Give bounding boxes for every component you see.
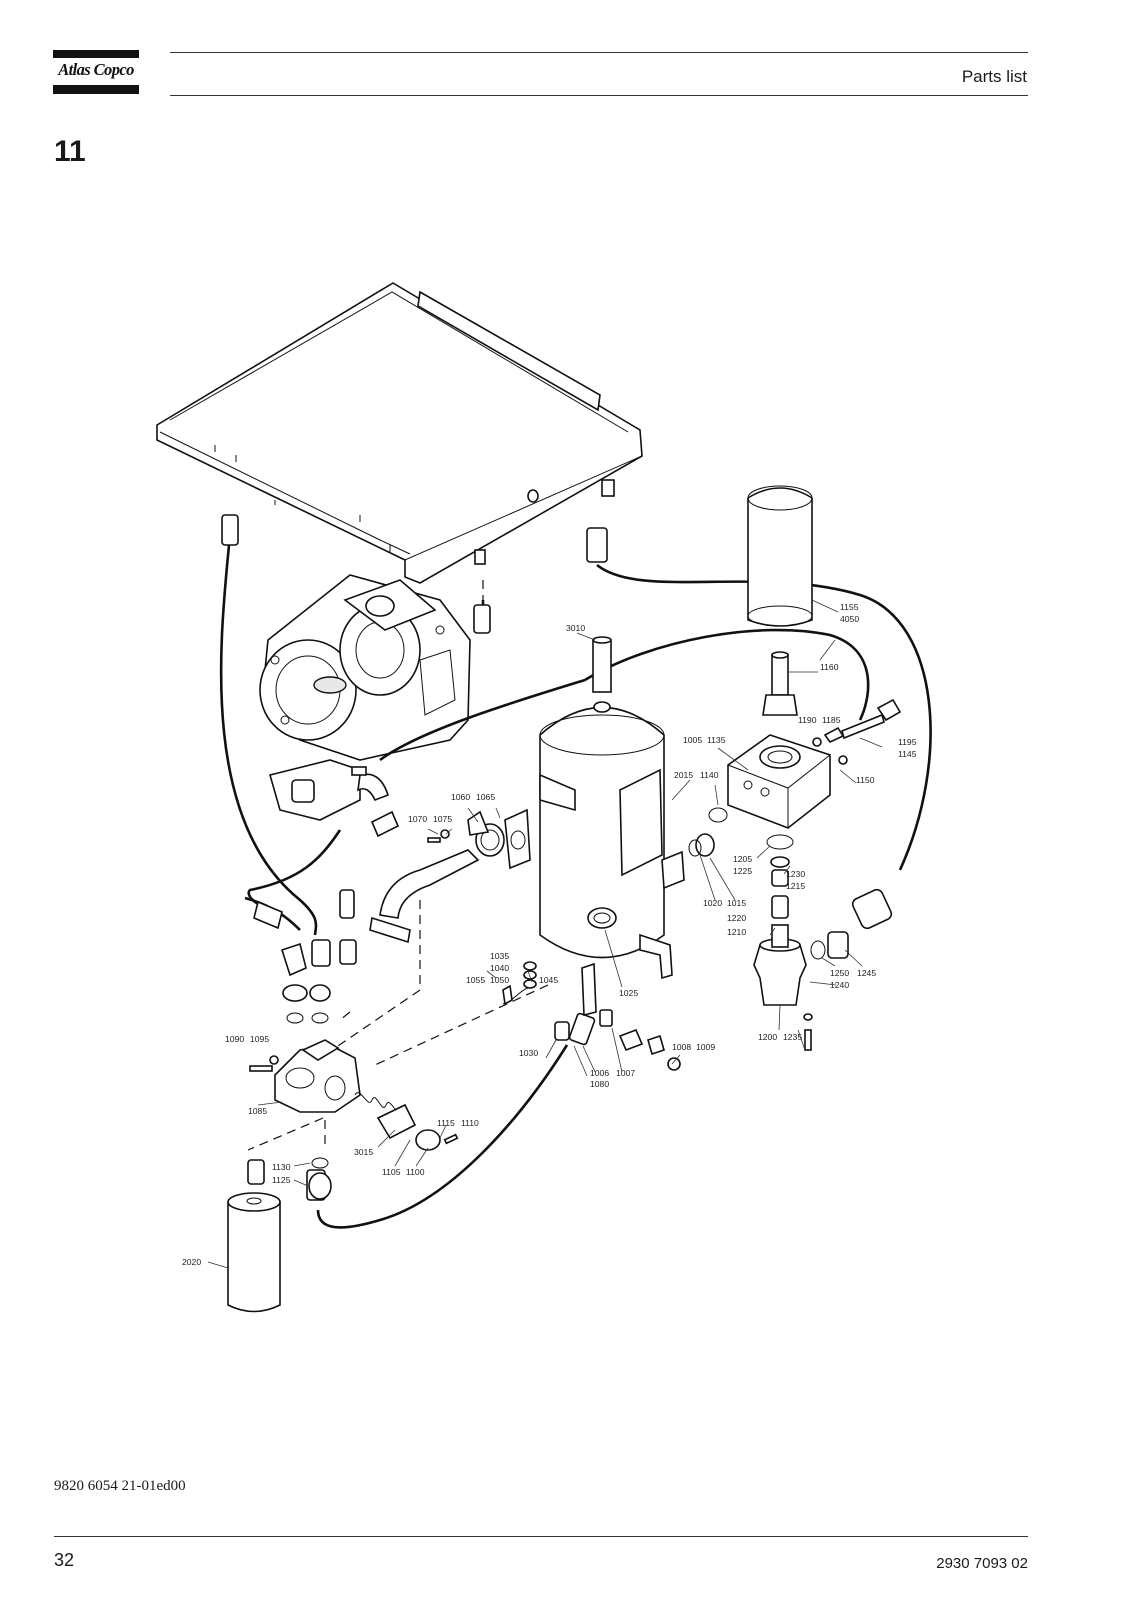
part-label-1210: 1210	[727, 927, 746, 937]
part-label-1160: 1160	[820, 662, 839, 672]
part-label-3010: 3010	[566, 623, 585, 633]
part-number-labels: 3010 1155 4050 1160 1190 1185 1195 1145 …	[182, 602, 917, 1267]
part-label-1205: 1205	[733, 854, 752, 864]
part-label-1055: 1055	[466, 975, 485, 985]
part-label-1060: 1060	[451, 792, 470, 802]
part-label-1035: 1035	[490, 951, 509, 961]
atlas-copco-logo: Atlas Copco	[53, 50, 139, 94]
part-label-1015: 1015	[727, 898, 746, 908]
part-label-1250: 1250	[830, 968, 849, 978]
small-parts-centre	[369, 808, 715, 1071]
small-parts-left	[247, 939, 459, 1200]
leader-lines	[207, 599, 883, 1269]
part-label-1145: 1145	[898, 749, 917, 759]
part-label-1135: 1135	[707, 735, 726, 745]
part-label-1185: 1185	[822, 715, 841, 725]
part-label-1110: 1110	[461, 1118, 479, 1128]
part-label-1045: 1045	[539, 975, 558, 985]
part-label-1090: 1090	[225, 1034, 244, 1044]
logo-bar-top	[53, 50, 139, 58]
hose-fittings	[221, 514, 893, 1201]
part-label-3015: 3015	[354, 1147, 373, 1157]
oil-filter	[227, 1192, 281, 1313]
section-number: 11	[54, 135, 86, 168]
part-label-1235: 1235	[783, 1032, 802, 1042]
separator-head-block	[727, 734, 831, 829]
part-label-1150: 1150	[856, 775, 875, 785]
part-label-2020: 2020	[182, 1257, 201, 1267]
part-label-1070: 1070	[408, 814, 427, 824]
header-title: Parts list	[961, 67, 1027, 86]
part-label-1050: 1050	[490, 975, 509, 985]
part-label-1230: 1230	[786, 869, 805, 879]
part-label-1085: 1085	[248, 1106, 267, 1116]
part-label-1130: 1130	[272, 1162, 291, 1172]
part-label-1125: 1125	[272, 1175, 291, 1185]
part-label-1095: 1095	[250, 1034, 269, 1044]
footer-rule	[54, 1536, 1028, 1537]
part-label-2015: 2015	[674, 770, 693, 780]
part-label-1240: 1240	[830, 980, 849, 990]
oil-separator-element	[592, 636, 612, 693]
assembly-guide-lines	[247, 580, 549, 1151]
part-label-1040: 1040	[490, 963, 509, 973]
oil-separator-filter	[747, 485, 813, 627]
document-reference: 9820 6054 21-01ed00	[54, 1478, 186, 1494]
small-parts-right	[708, 698, 902, 1051]
page-number: 32	[54, 1550, 75, 1570]
part-label-1195: 1195	[898, 737, 917, 747]
part-label-1065: 1065	[476, 792, 495, 802]
part-label-1008: 1008	[672, 1042, 691, 1052]
logo-bar-bottom	[53, 85, 139, 94]
part-label-1215: 1215	[786, 881, 805, 891]
part-label-1220: 1220	[727, 913, 746, 923]
cooler-panel	[156, 282, 643, 584]
part-label-1155: 1155	[840, 602, 859, 612]
header-rule-top	[170, 52, 1028, 53]
document-number: 2930 7093 02	[936, 1555, 1028, 1572]
part-label-1005: 1005	[683, 735, 702, 745]
air-receiver-tank	[539, 701, 685, 1017]
part-label-1100: 1100	[406, 1167, 425, 1177]
compressor-element	[259, 574, 471, 838]
nipple-1160	[762, 651, 798, 716]
part-label-1020: 1020	[703, 898, 722, 908]
part-label-1006: 1006	[590, 1068, 609, 1078]
part-label-1025: 1025	[619, 988, 638, 998]
part-label-4050: 4050	[840, 614, 859, 624]
part-label-1115: 1115	[437, 1118, 455, 1128]
part-label-1080: 1080	[590, 1079, 609, 1089]
part-label-1140: 1140	[700, 770, 719, 780]
logo-wordmark: Atlas Copco	[58, 60, 134, 79]
part-label-1030: 1030	[519, 1048, 538, 1058]
header-rule-bottom	[170, 95, 1028, 96]
part-label-1007: 1007	[616, 1068, 635, 1078]
part-label-1245: 1245	[857, 968, 876, 978]
part-label-1200: 1200	[758, 1032, 777, 1042]
part-label-1105: 1105	[382, 1167, 401, 1177]
part-label-1075: 1075	[433, 814, 452, 824]
part-label-1009: 1009	[696, 1042, 715, 1052]
part-label-1190: 1190	[798, 715, 817, 725]
part-label-1225: 1225	[733, 866, 752, 876]
